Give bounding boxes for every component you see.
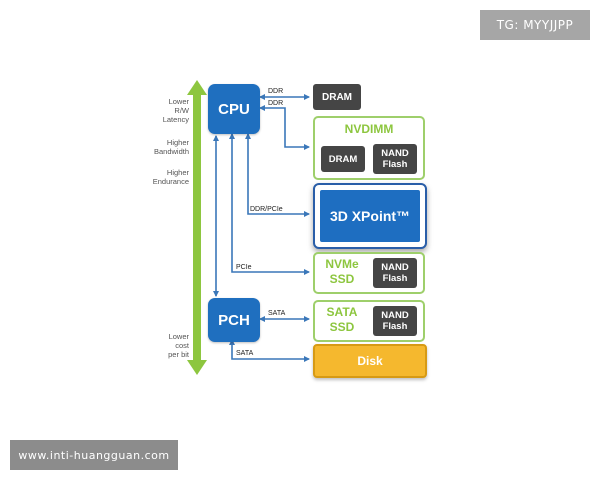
bus-label-ddr-2: DDR bbox=[268, 100, 284, 107]
bus-label-ddr-pcie: DDR/PCIe bbox=[250, 206, 283, 213]
bus-label-sata-1: SATA bbox=[268, 310, 286, 317]
sata-link-disk bbox=[229, 339, 310, 362]
xpoint-group: 3D XPoint™ bbox=[313, 183, 427, 249]
ddr-link-nvdimm bbox=[259, 105, 310, 150]
nvdimm-dram: DRAM bbox=[321, 146, 365, 172]
bus-label-sata-2: SATA bbox=[236, 350, 254, 357]
watermark-bottom: www.inti-huangguan.com bbox=[10, 440, 178, 470]
cpu-block: CPU bbox=[208, 84, 260, 134]
nvdimm-title: NVDIMM bbox=[344, 122, 394, 136]
bus-label-pcie: PCIe bbox=[236, 264, 252, 271]
spectrum-arrow bbox=[187, 80, 207, 375]
bus-label-ddr-1: DDR bbox=[268, 88, 284, 95]
watermark-top: TG: MYYJJPP bbox=[480, 10, 590, 40]
pcie-link-nvme bbox=[229, 133, 310, 275]
pch-block: PCH bbox=[208, 298, 260, 342]
xpoint-block: 3D XPoint™ bbox=[320, 190, 420, 242]
disk-block: Disk bbox=[313, 344, 427, 378]
dram-block: DRAM bbox=[313, 84, 361, 110]
ddrpcie-link-xpoint bbox=[245, 133, 310, 217]
